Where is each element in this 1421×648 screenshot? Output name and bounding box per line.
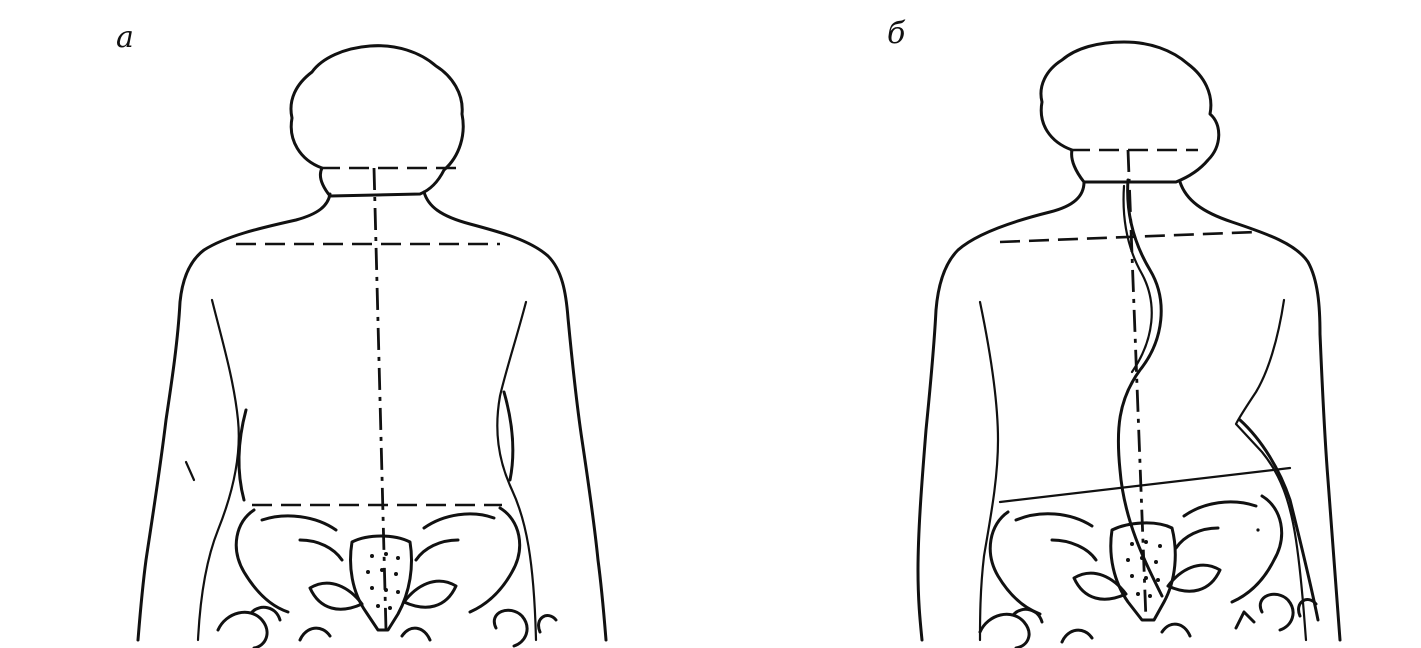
iliac-lower-a	[310, 581, 456, 609]
plumb-line-a	[374, 168, 386, 630]
speck-b	[1256, 528, 1259, 531]
panel-b-drawing	[918, 42, 1340, 648]
pelvis-right-wing-b	[1176, 496, 1282, 602]
elbow-tick-a	[186, 462, 194, 480]
pelvis-left-wing-b	[990, 512, 1096, 614]
inner-arm-left-b	[980, 302, 998, 640]
torso-outline-right-b	[1180, 182, 1340, 640]
head-outline-b	[1041, 42, 1219, 182]
panel-a-drawing	[138, 46, 606, 648]
inner-arm-right-a	[497, 302, 536, 640]
sacrum-a	[351, 536, 412, 630]
pelvis-right-wing-a	[416, 508, 520, 612]
inner-arm-left-a	[198, 300, 239, 640]
torso-outline-right-a	[424, 192, 606, 640]
curved-spine-shadow-b	[1124, 186, 1152, 372]
curved-spine-b	[1118, 180, 1162, 596]
iliac-lower-b	[1074, 565, 1220, 599]
head-outline-a	[291, 46, 463, 196]
torso-outline-left-b	[918, 182, 1084, 640]
waist-left-a	[239, 410, 246, 500]
waist-right-a	[504, 392, 513, 480]
pelvis-level-line-b	[1000, 468, 1290, 502]
torso-outline-left-a	[138, 194, 330, 640]
pelvis-left-wing-a	[236, 510, 342, 612]
